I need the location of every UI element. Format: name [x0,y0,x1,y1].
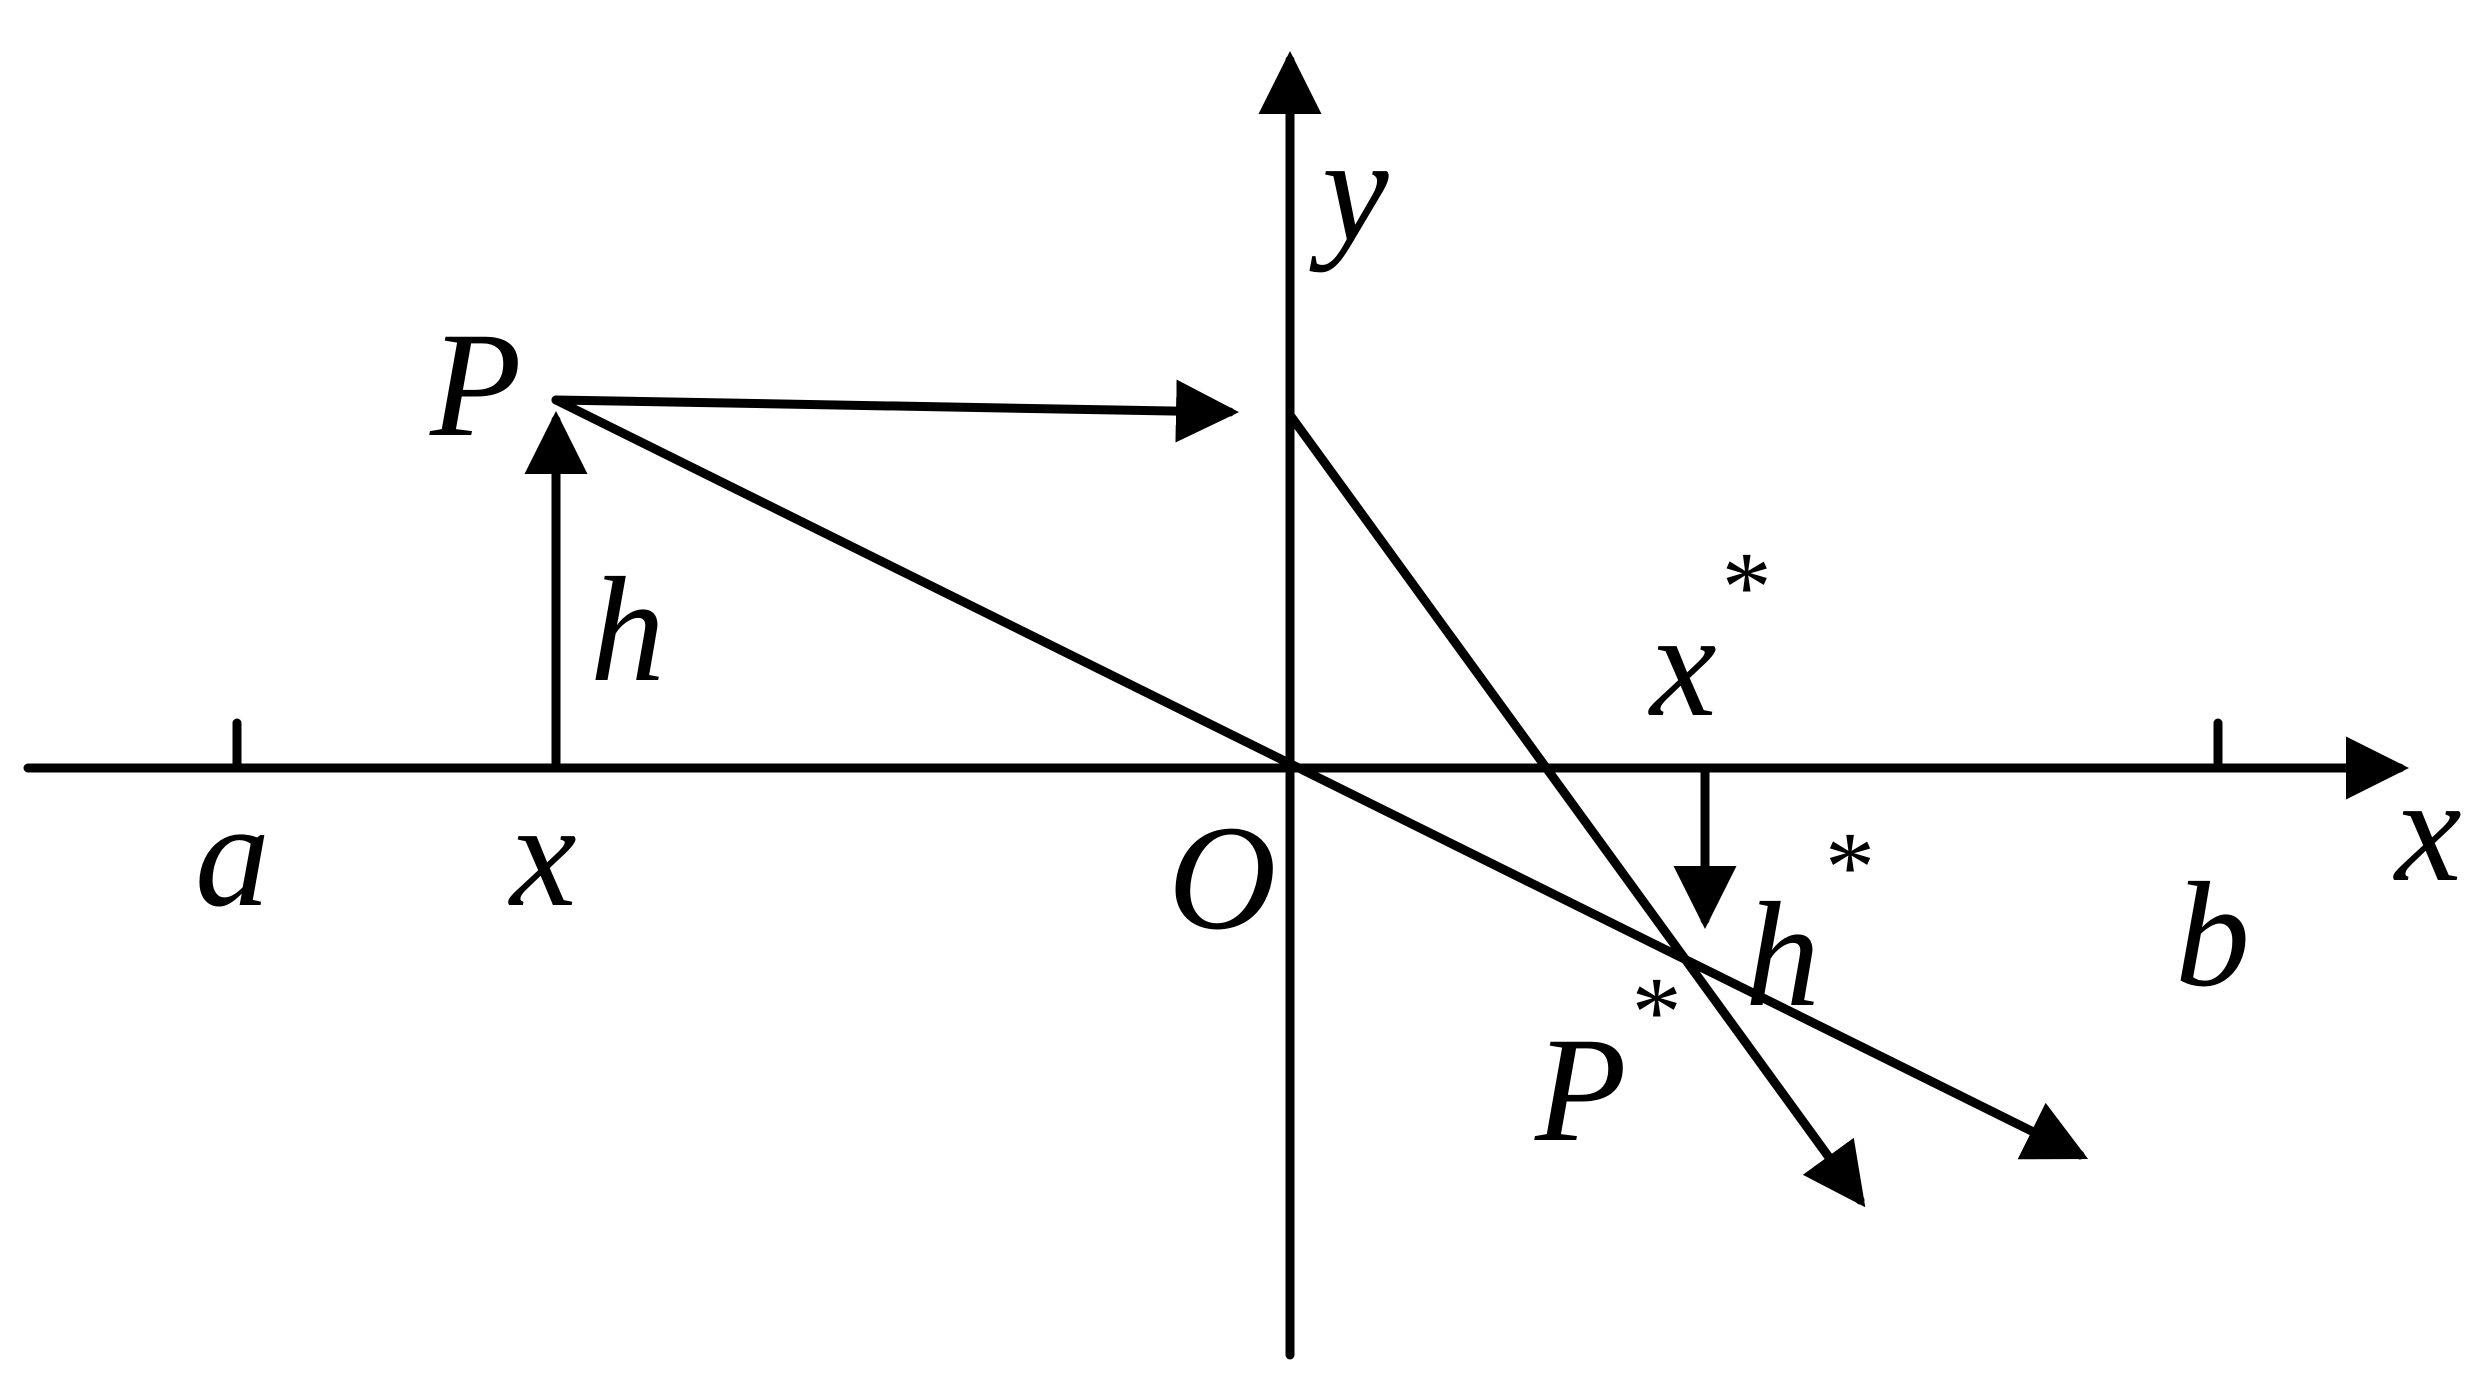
ray-through-center [551,395,2089,1160]
label-b: b [2175,852,2250,1018]
label-a: a [195,772,270,938]
x-axis-label: x [2393,747,2462,913]
label-P-star: P* [1534,956,1682,1173]
label-x: x [508,772,577,938]
ray-parallel [551,379,1239,443]
label-x-star: x* [1648,531,1772,748]
label-h: h [590,547,665,713]
ray-refracted [1285,410,1866,1208]
label-h-star: h* [1745,811,1875,1038]
label-P: P [429,302,522,468]
origin-label: O [1168,795,1276,961]
y-axis-label: y [1309,107,1389,273]
